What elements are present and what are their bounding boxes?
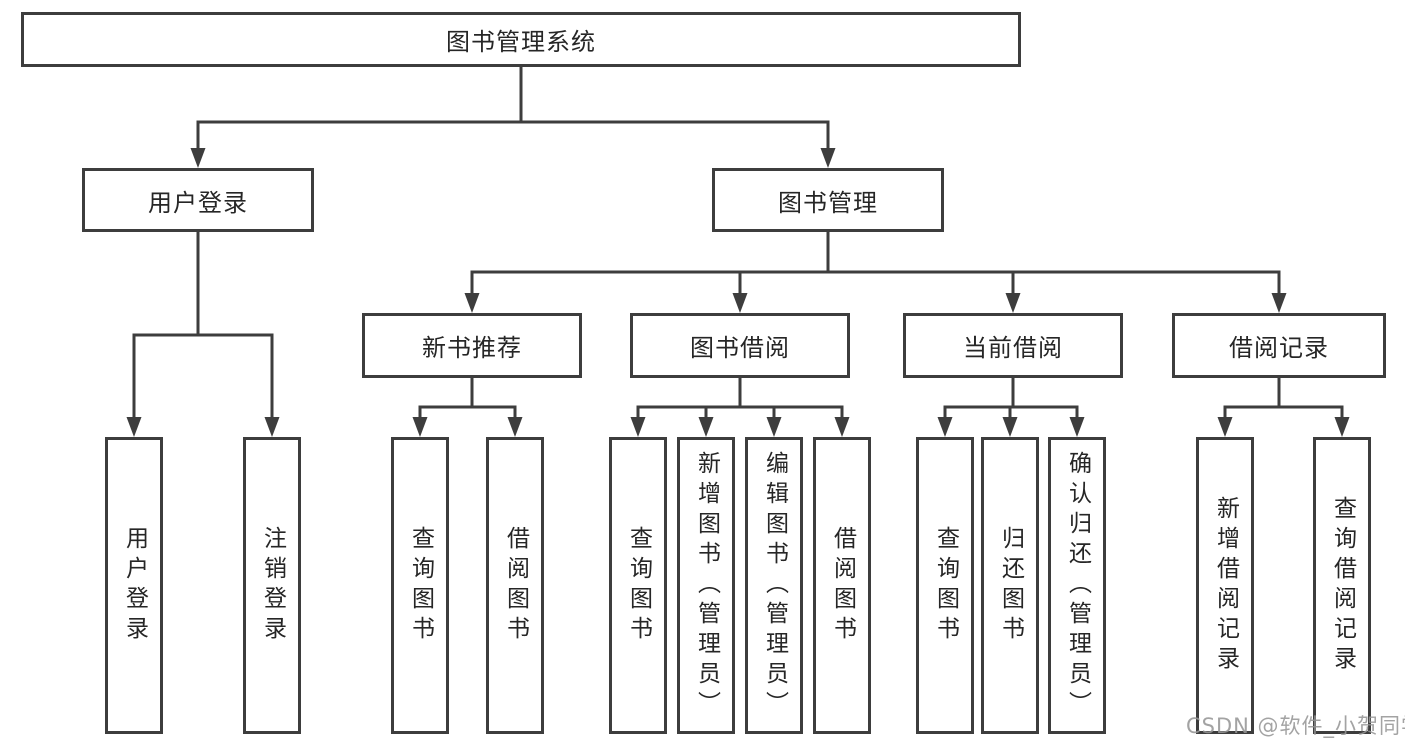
node-leaf-query-books-2: 查询图书 [609, 437, 667, 734]
node-book-borrowing: 图书借阅 [630, 313, 850, 378]
node-new-book-recommendation: 新书推荐 [362, 313, 582, 378]
node-current-borrowing: 当前借阅 [903, 313, 1123, 378]
node-leaf-borrow-books-1: 借阅图书 [486, 437, 544, 734]
node-leaf-confirm-return-admin: 确认归还（管理员） [1048, 437, 1106, 734]
node-leaf-borrow-books-2: 借阅图书 [813, 437, 871, 734]
node-root: 图书管理系统 [21, 12, 1021, 67]
watermark: CSDN @软件_小贺同学 [1186, 714, 1405, 738]
node-leaf-add-books-admin: 新增图书（管理员） [677, 437, 735, 734]
node-user-login: 用户登录 [82, 168, 314, 232]
node-leaf-return-books: 归还图书 [981, 437, 1039, 734]
node-leaf-logout: 注销登录 [243, 437, 301, 734]
arrowheads [126, 148, 1350, 437]
node-leaf-user-login: 用户登录 [105, 437, 163, 734]
node-leaf-edit-books-admin: 编辑图书（管理员） [745, 437, 803, 734]
node-leaf-query-books-3: 查询图书 [916, 437, 974, 734]
node-leaf-add-borrow-record: 新增借阅记录 [1196, 437, 1254, 734]
node-borrowing-records: 借阅记录 [1172, 313, 1386, 378]
node-leaf-query-books-1: 查询图书 [391, 437, 449, 734]
node-leaf-query-borrow-record: 查询借阅记录 [1313, 437, 1371, 734]
node-book-management: 图书管理 [712, 168, 944, 232]
